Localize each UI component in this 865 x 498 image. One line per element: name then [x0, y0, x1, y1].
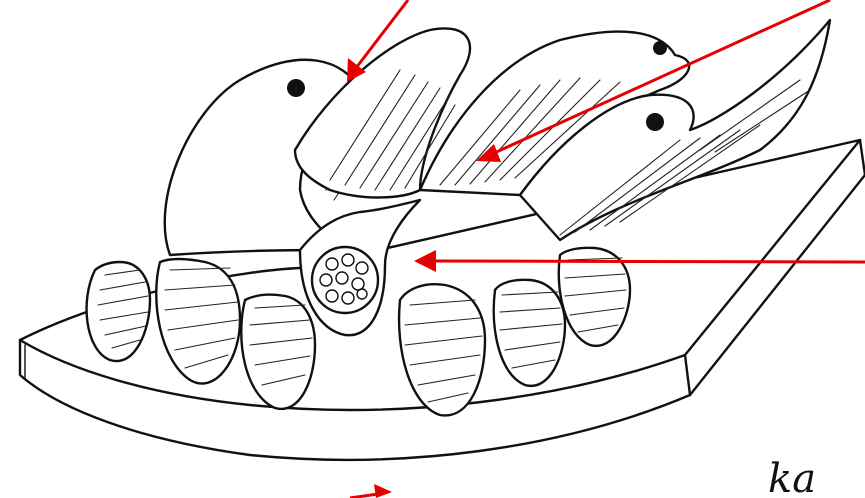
arrow-4 — [350, 484, 392, 498]
signature-initials: ka — [768, 456, 816, 498]
